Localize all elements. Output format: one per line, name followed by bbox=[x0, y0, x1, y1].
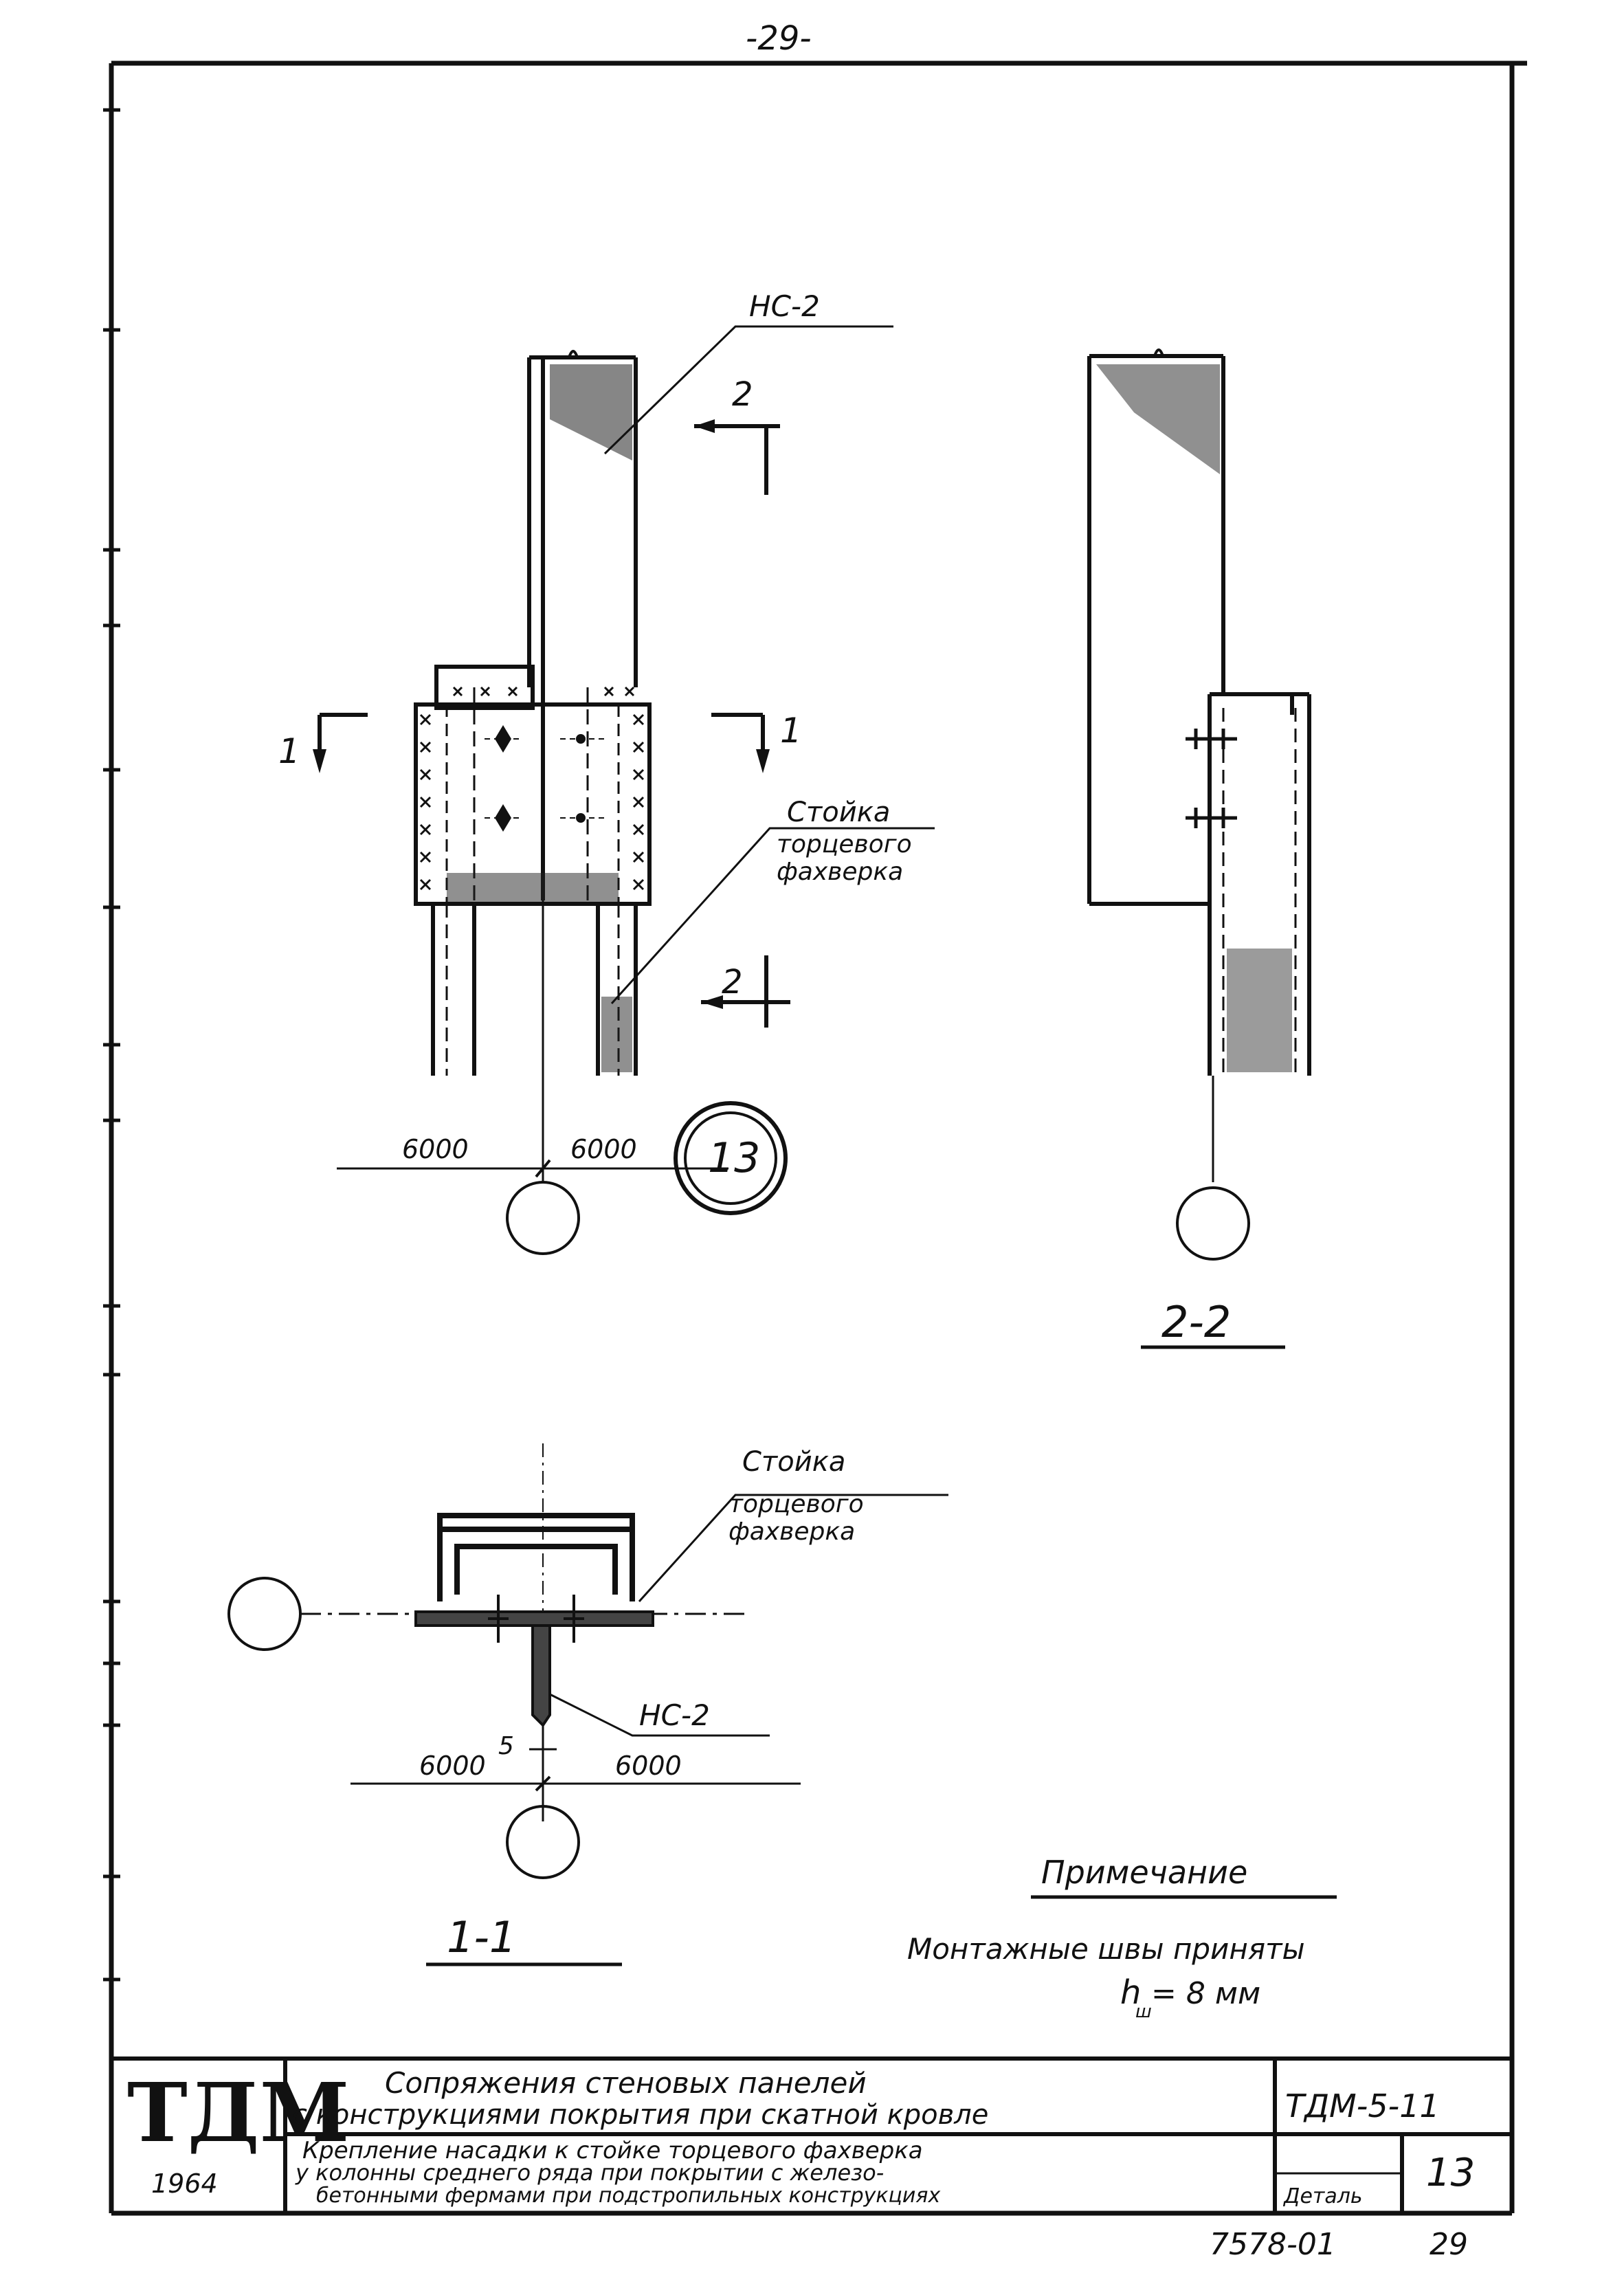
lower-columns bbox=[431, 904, 638, 1076]
view-2-2-title: 2-2 bbox=[1161, 1297, 1231, 1347]
sleeve-box bbox=[414, 665, 652, 906]
tee-stem bbox=[531, 1624, 551, 1728]
dim-left-6000-section: 6000 bbox=[419, 1751, 486, 1781]
side-view-2-2: 2-2 bbox=[1087, 348, 1311, 1349]
section-1-right-label: 1 bbox=[780, 711, 802, 751]
axis-bubble-2 bbox=[1176, 1186, 1250, 1261]
section-view-1-1: Стойка торцевого фахверка НС-2 5 6000 60… bbox=[227, 1443, 948, 1966]
page-number: -29- bbox=[746, 19, 812, 58]
weld-marks bbox=[419, 686, 645, 891]
note-weld-sub: ш bbox=[1135, 2002, 1152, 2022]
section-mark-2-top bbox=[694, 424, 780, 495]
note-weld-value: = 8 мм bbox=[1151, 1976, 1260, 2011]
dim-right-6000-section: 6000 bbox=[615, 1751, 682, 1781]
section-mark-1-right bbox=[711, 713, 765, 766]
column-label-section-2: торцевого bbox=[728, 1490, 864, 1518]
section-mark-2-bottom bbox=[701, 955, 790, 1028]
sleeve-bottom-hatch bbox=[447, 873, 619, 902]
dim-right-6000: 6000 bbox=[570, 1134, 637, 1164]
doc-number: 7578-01 bbox=[1210, 2227, 1336, 2262]
axis-bubble-1 bbox=[506, 1181, 580, 1255]
nc2-panel bbox=[527, 355, 638, 900]
note-block: Примечание Монтажные швы приняты h ш = 8… bbox=[907, 1854, 1337, 2022]
section-1-left-label: 1 bbox=[278, 731, 300, 771]
section-mark-1-left bbox=[318, 713, 368, 766]
axis-bubble-3 bbox=[227, 1577, 302, 1651]
year: 1964 bbox=[151, 2169, 218, 2199]
view-1-1-title: 1-1 bbox=[447, 1912, 516, 1962]
axis-bubble-4 bbox=[506, 1805, 580, 1879]
sheet-number: 29 bbox=[1430, 2227, 1468, 2262]
column-leader bbox=[610, 827, 935, 1005]
column-label-section-1: Стойка bbox=[742, 1446, 845, 1478]
note-weld-h: h bbox=[1120, 1973, 1141, 2012]
weld-size-label: 5 bbox=[498, 1732, 514, 1760]
nc2-label-section: НС-2 bbox=[639, 1698, 710, 1732]
detail-label: Деталь bbox=[1282, 2184, 1363, 2208]
margin-ticks bbox=[103, 108, 120, 1982]
drawing-code: ТДМ-5-11 bbox=[1285, 2087, 1440, 2125]
section-2-top-label: 2 bbox=[732, 375, 753, 414]
detail-value: 13 bbox=[1426, 2151, 1475, 2195]
desc-line-3: бетонными фермами при подстропильных кон… bbox=[316, 2184, 940, 2208]
title-line-2: с конструкциями покрытия при скатной кро… bbox=[292, 2099, 988, 2131]
drawing-frame bbox=[109, 60, 1527, 2216]
channel-profile bbox=[437, 1513, 635, 1601]
column-label-section-3: фахверка bbox=[728, 1518, 855, 1546]
nc2-hatching bbox=[550, 364, 632, 461]
title-block: ТДМ 1964 Сопряжения стеновых панелей с к… bbox=[111, 2056, 1512, 2213]
bolts bbox=[485, 725, 605, 832]
column-label-3: фахверка bbox=[777, 858, 903, 886]
desc-line-1: Крепление насадки к стойке торцевого фах… bbox=[302, 2137, 923, 2164]
detail-circle-outer bbox=[674, 1101, 788, 1215]
side-bolts bbox=[1186, 729, 1237, 828]
title-line-1: Сопряжения стеновых панелей bbox=[385, 2066, 867, 2100]
detail-number: 13 bbox=[708, 1134, 760, 1182]
section-2-bottom-label: 2 bbox=[722, 963, 743, 1001]
column-label-2: торцевого bbox=[777, 830, 912, 858]
base-plate bbox=[414, 1610, 654, 1627]
column-label-1: Стойка bbox=[787, 797, 890, 828]
note-line-1: Монтажные швы приняты bbox=[907, 1932, 1305, 1966]
note-title: Примечание bbox=[1041, 1854, 1247, 1891]
nc2-label: НС-2 bbox=[749, 289, 820, 323]
dim-left-6000: 6000 bbox=[402, 1134, 469, 1164]
desc-line-2: у колонны среднего ряда при покрытии с ж… bbox=[295, 2160, 884, 2186]
tdm-logo: ТДМ bbox=[127, 2065, 349, 2160]
nc2-leader bbox=[603, 325, 893, 455]
front-elevation-view: НС-2 2 1 1 2 Стойка торце bbox=[278, 289, 935, 1255]
